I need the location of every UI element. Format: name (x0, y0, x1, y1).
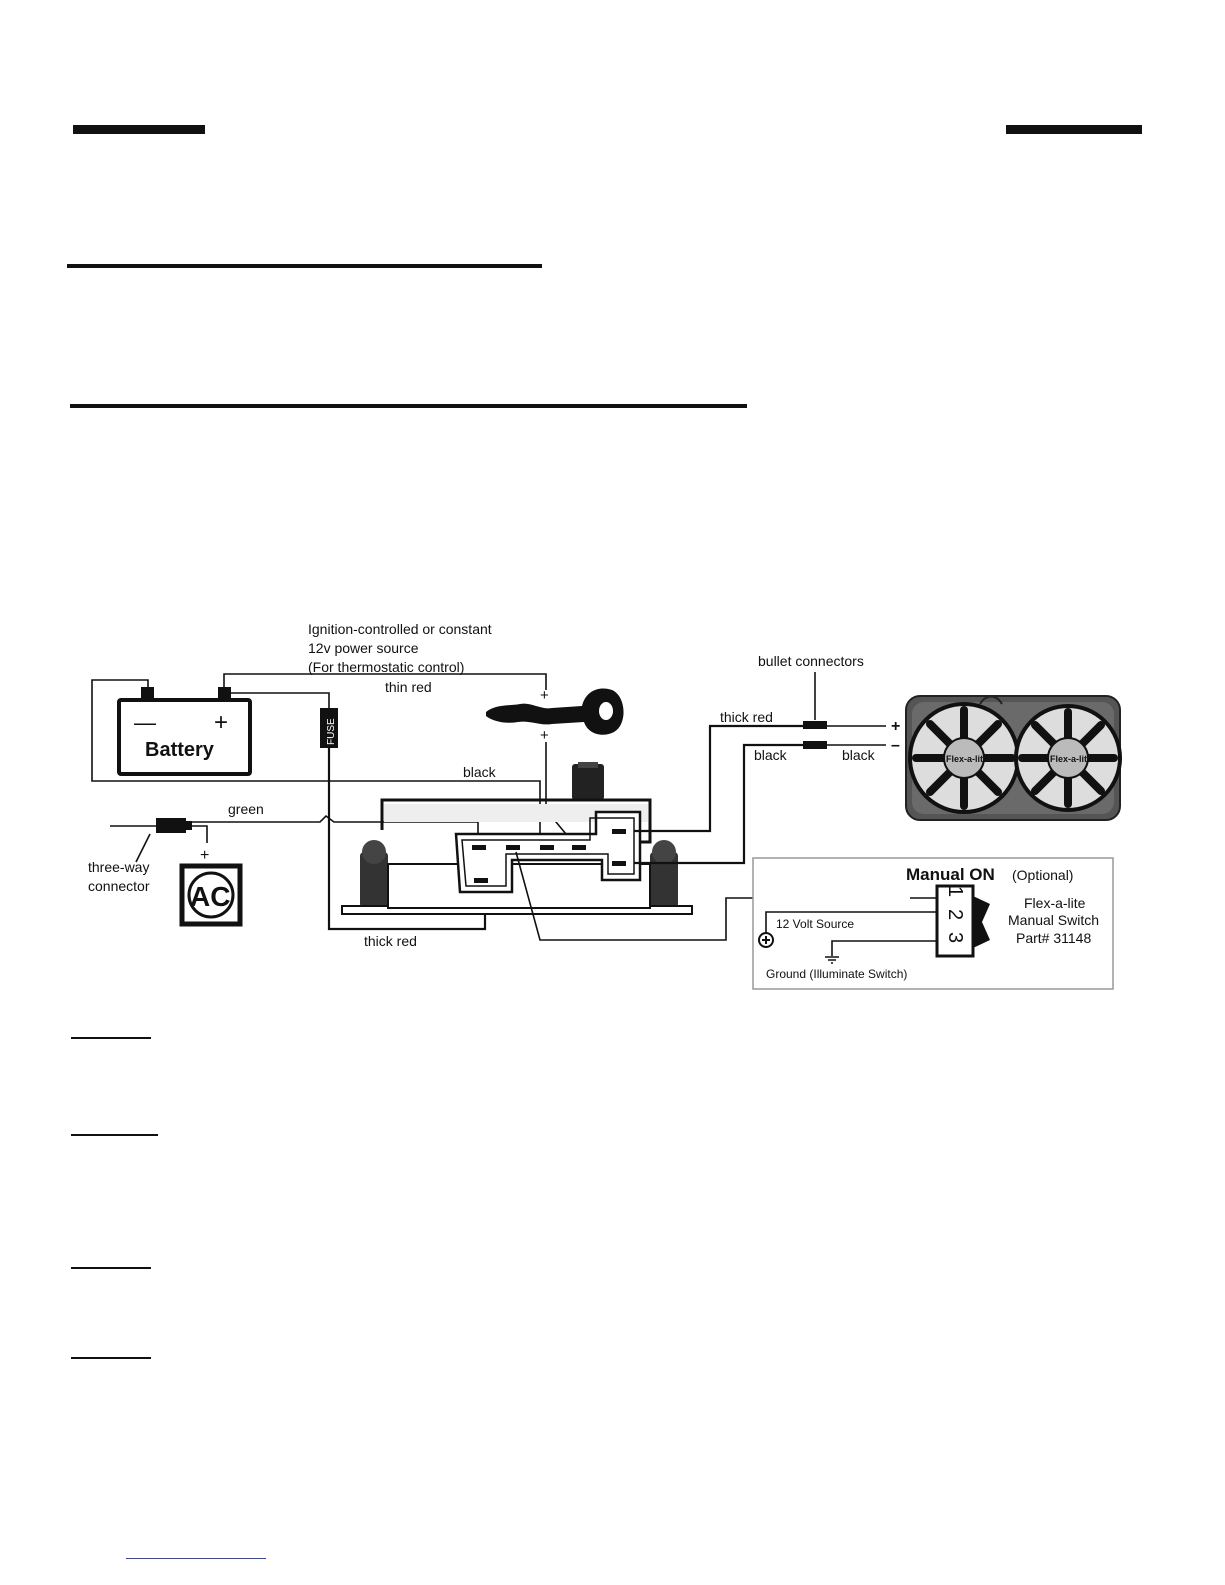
switch-pins: 1 2 3 (944, 886, 966, 943)
wire-black-ground (91, 679, 541, 846)
svg-text:thin red: thin red (385, 679, 432, 695)
step-underline-4 (71, 1357, 151, 1359)
svg-text:+: + (540, 687, 549, 704)
step-underline-3 (71, 1267, 151, 1269)
svg-text:12v power source: 12v power source (308, 640, 419, 656)
bullet-connectors: bullet connectors black + – (758, 653, 900, 763)
battery: — + Battery (117, 687, 252, 776)
footer-link-underline (126, 1558, 266, 1559)
three-way-connector (156, 818, 186, 833)
fan-left: Flex-a-lite (908, 702, 1020, 814)
svg-text:2: 2 (944, 909, 966, 920)
header-bar-right (1006, 125, 1142, 134)
battery-label: Battery (145, 739, 215, 761)
svg-text:black: black (754, 747, 788, 763)
step-underline-2 (71, 1134, 158, 1136)
three-way-label: three-way connector (88, 859, 150, 894)
svg-text:Flex-a-lite: Flex-a-lite (946, 754, 988, 764)
svg-text:+: + (540, 727, 549, 744)
svg-text:3: 3 (944, 932, 966, 943)
svg-text:thick red: thick red (364, 933, 417, 949)
battery-plus-sign: + (214, 709, 228, 736)
fan-right: Flex-a-lite (1014, 704, 1122, 812)
wire-thick-red-fan (634, 724, 810, 833)
wire-battery-fuse (231, 692, 330, 708)
power-source-label: Ignition-controlled or constant 12v powe… (308, 621, 492, 675)
svg-text:three-way: three-way (88, 859, 149, 875)
battery-minus-sign: — (134, 710, 156, 735)
step-underline-1 (71, 1037, 151, 1039)
svg-text:connector: connector (88, 878, 150, 894)
section-rule-2 (70, 404, 747, 408)
ac-compressor: AC (179, 863, 243, 927)
svg-text:12 Volt Source: 12 Volt Source (776, 917, 854, 931)
section-rule-1 (67, 264, 542, 268)
svg-text:Flex-a-lite: Flex-a-lite (1024, 895, 1086, 911)
svg-text:(For thermostatic control): (For thermostatic control) (308, 659, 464, 675)
svg-text:black: black (842, 747, 876, 763)
svg-text:+: + (200, 847, 209, 864)
fan-controller (341, 762, 693, 915)
svg-text:Ground (Illuminate Switch): Ground (Illuminate Switch) (766, 967, 907, 981)
header-bar-left (73, 125, 205, 134)
svg-text:–: – (891, 737, 900, 754)
wire-black-fan (634, 743, 810, 865)
svg-text:1: 1 (944, 886, 966, 897)
manual-switch-box: Manual ON (Optional) 1 2 3 12 Volt Sourc… (752, 857, 1114, 990)
svg-text:thick red: thick red (720, 709, 773, 725)
svg-text:Part# 31148: Part# 31148 (1016, 930, 1091, 946)
svg-text:AC: AC (190, 881, 230, 912)
svg-text:black: black (463, 764, 497, 780)
svg-text:bullet connectors: bullet connectors (758, 653, 864, 669)
switch-description: Flex-a-lite Manual Switch Part# 31148 (1008, 895, 1099, 946)
svg-text:Manual ON: Manual ON (906, 865, 995, 884)
svg-text:green: green (228, 801, 264, 817)
wire-green (190, 814, 479, 846)
svg-text:Manual Switch: Manual Switch (1008, 912, 1099, 928)
ignition-key-icon: + + (486, 687, 624, 744)
wire-thin-red (223, 673, 547, 690)
fuse: FUSE (320, 708, 338, 748)
svg-text:Ignition-controlled or constan: Ignition-controlled or constant (308, 621, 492, 637)
svg-text:+: + (891, 718, 900, 735)
svg-text:Flex-a-lite: Flex-a-lite (1050, 754, 1092, 764)
svg-text:(Optional): (Optional) (1012, 867, 1073, 883)
dual-electric-fan: Flex-a-lite Flex-a-lite (905, 695, 1122, 821)
wire-key-controller (545, 742, 577, 847)
svg-text:FUSE: FUSE (326, 718, 337, 745)
